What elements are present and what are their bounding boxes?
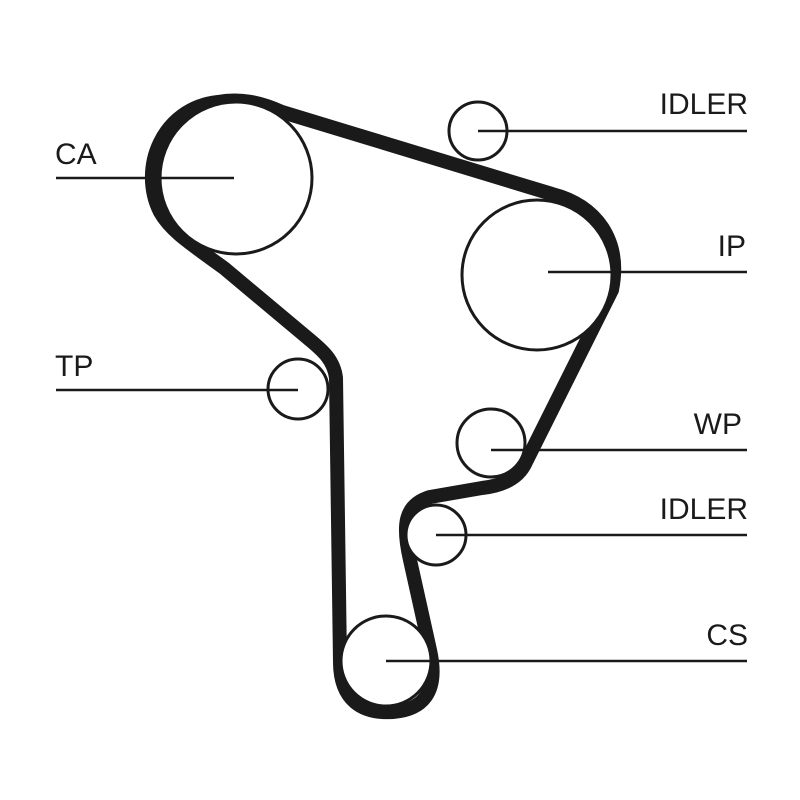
ca-label: CA — [55, 138, 97, 171]
cs-label: CS — [706, 619, 748, 652]
ip-label: IP — [717, 230, 746, 263]
idler-top-label: IDLER — [659, 88, 748, 121]
wp-label: WP — [693, 408, 742, 441]
tp-label: TP — [55, 350, 94, 383]
wp-pulley — [455, 407, 527, 479]
idler-bottom-label: IDLER — [659, 493, 748, 526]
timing-belt — [145, 93, 622, 720]
ip-pulley — [460, 198, 614, 352]
